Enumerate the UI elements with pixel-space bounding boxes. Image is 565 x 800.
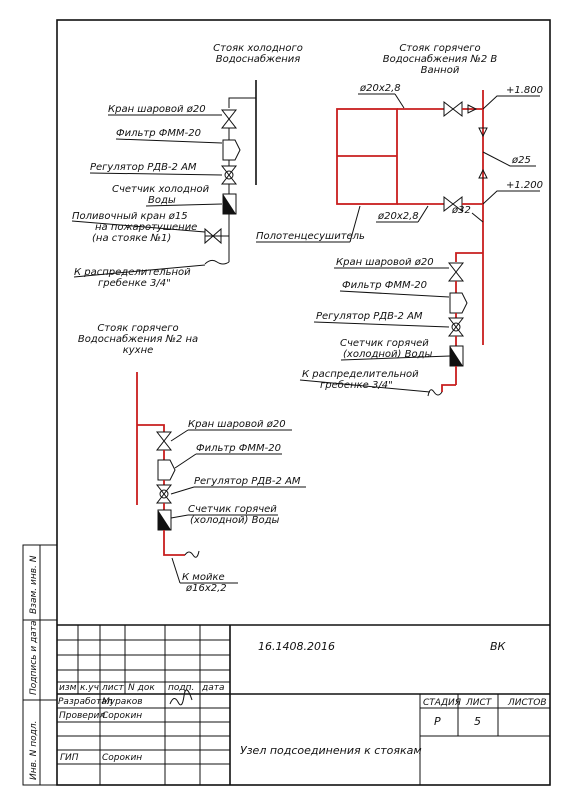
- cold-regulator-label: Регулятор РДВ-2 АМ: [90, 162, 197, 173]
- cold-riser-title-line2: Водоснабжения: [216, 53, 301, 65]
- name-checker: Сорокин: [102, 711, 142, 721]
- side-stamp-label-3: Взам. инв. N: [29, 555, 39, 614]
- kitchen-filter-label: Фильтр ФММ-20: [196, 443, 281, 454]
- role-developer: Разработал: [58, 697, 113, 707]
- doc-section: ВК: [490, 640, 507, 653]
- bath-regulator-label: Регулятор РДВ-2 АМ: [316, 311, 423, 322]
- kitchen-filter-icon: [157, 459, 176, 481]
- cold-break-icon: [204, 259, 230, 265]
- kitchen-break-icon: [184, 550, 200, 558]
- kitchen-valve-label: Кран шаровой ø20: [188, 419, 286, 430]
- bath-riser-title-line3: Ванной: [421, 65, 460, 76]
- role-checker: Проверил: [59, 711, 105, 721]
- dryer-supply-valve-icon: [443, 100, 463, 118]
- hdr-stage: СТАДИЯ: [423, 698, 461, 708]
- side-stamp-label-2: Подпись и дата: [29, 620, 39, 695]
- cold-irrigation-label-3: (на стояке №1): [92, 233, 171, 244]
- col-data: дата: [201, 683, 225, 693]
- col-ndok: N док: [128, 683, 155, 693]
- cold-filter-label: Фильтр ФММ-20: [116, 128, 201, 139]
- hdr-sheets: ЛИСТОВ: [507, 698, 547, 708]
- cold-valve-icon: [220, 109, 238, 129]
- dryer-return-valve-icon: [443, 195, 463, 213]
- bath-regulator-icon: [447, 317, 465, 337]
- kitchen-branch-pipe: [137, 424, 165, 432]
- bath-branch-pipe: [455, 252, 483, 262]
- towel-dryer-label: Полотенцесушитель: [256, 231, 365, 242]
- level-mark-top: [482, 95, 540, 110]
- kitchen-regulator-label: Регулятор РДВ-2 АМ: [194, 476, 301, 487]
- cold-riser-branch: [228, 97, 256, 108]
- pipe-top-label: ø20x2,8: [359, 83, 401, 94]
- pipe-25-label: ø25: [511, 155, 531, 166]
- bathroom-riser-group: Стояк горячего Водоснабжения №2 В Ванной…: [256, 43, 543, 397]
- bath-valve-icon: [447, 262, 465, 282]
- kitchen-meter-label-2: (холодной) Воды: [190, 515, 279, 526]
- side-stamp: Инв. N подл. Подпись и дата Взам. инв. N: [22, 544, 58, 786]
- cold-meter-label-1: Счетчик холодной: [112, 184, 210, 195]
- hdr-sheet: ЛИСТ: [465, 698, 493, 708]
- bath-break-icon: [427, 389, 443, 397]
- bath-meter-label-1: Счетчик горячей: [340, 338, 429, 349]
- kitchen-regulator-icon: [155, 484, 173, 504]
- cold-manifold-label-1: К распределительной: [74, 267, 191, 278]
- bath-filter-label: Фильтр ФММ-20: [342, 280, 427, 291]
- flow-arrow-icon: [467, 104, 478, 114]
- bath-valve-label: Кран шаровой ø20: [336, 257, 434, 268]
- kitchen-riser-title-line3: кухне: [123, 345, 154, 356]
- bath-riser-title-line1: Стояк горячего: [399, 43, 480, 54]
- cold-meter-label-2: Воды: [148, 195, 176, 206]
- cold-irrigation-label-1: Поливочный кран ø15: [72, 211, 188, 222]
- cold-valve-label: Кран шаровой ø20: [108, 104, 206, 115]
- kitchen-meter-label-1: Счетчик горячей: [188, 504, 277, 515]
- title-block: 16.1408.2016 ВК изм к.уч лист N док подп…: [57, 624, 550, 785]
- role-gip: ГИП: [60, 753, 79, 763]
- level-mark-bottom: [482, 190, 540, 205]
- sheet-frame: [56, 19, 551, 786]
- bath-manifold-label-1: К распределительной: [302, 369, 419, 380]
- kitchen-valve-icon: [155, 431, 173, 451]
- cold-regulator-icon: [220, 165, 238, 185]
- bath-manifold-label-2: гребенке 3/4": [320, 379, 393, 391]
- bath-meter-label-2: (холодной) Воды: [343, 349, 432, 360]
- sheet-title: Узел подсоединения к стоякам: [240, 744, 422, 757]
- cold-irrigation-valve-icon: [204, 227, 222, 245]
- bath-filter-icon: [449, 292, 468, 314]
- kitchen-riser-title-line2: Водоснабжения №2 на: [78, 333, 198, 345]
- name-gip: Сорокин: [102, 753, 142, 763]
- sheet-number: 5: [474, 715, 481, 728]
- col-kuch: к.уч: [80, 683, 99, 693]
- kitchen-sink-label-1: К мойке: [182, 572, 225, 583]
- side-stamp-label-1: Инв. N подл.: [29, 721, 39, 780]
- level-top-label: +1.800: [506, 85, 543, 96]
- flow-arrow-up-icon: [478, 168, 488, 179]
- col-izm: изм: [59, 683, 77, 693]
- col-podp: подп.: [168, 683, 194, 693]
- bath-riser-title-line2: Водоснабжения №2 В: [383, 53, 498, 65]
- cold-filter-icon: [222, 139, 241, 161]
- kitchen-riser-title-line1: Стояк горячего: [97, 323, 178, 334]
- pipe-bottom-label: ø20x2,8: [377, 211, 419, 222]
- kitchen-sink-label-2: ø16x2,2: [185, 583, 227, 594]
- cold-irrigation-label-2: на пожаротушение: [95, 222, 197, 233]
- col-list: лист: [101, 683, 125, 693]
- pipe-32-label: ø32: [451, 205, 471, 216]
- cold-manifold-label-2: гребенке 3/4": [98, 277, 171, 289]
- cold-riser-group: Стояк холодного Водоснабжения Кран шаров…: [71, 43, 303, 289]
- signature-icon: [169, 689, 193, 706]
- level-bottom-label: +1.200: [506, 180, 543, 191]
- doc-code: 16.1408.2016: [258, 640, 335, 653]
- stage-value: Р: [434, 715, 441, 728]
- kitchen-riser-group: Стояк горячего Водоснабжения №2 на кухне…: [78, 323, 306, 594]
- cold-riser-title-line1: Стояк холодного: [213, 43, 303, 54]
- flow-arrow-down-icon: [478, 127, 488, 138]
- name-developer: Мураков: [102, 697, 143, 707]
